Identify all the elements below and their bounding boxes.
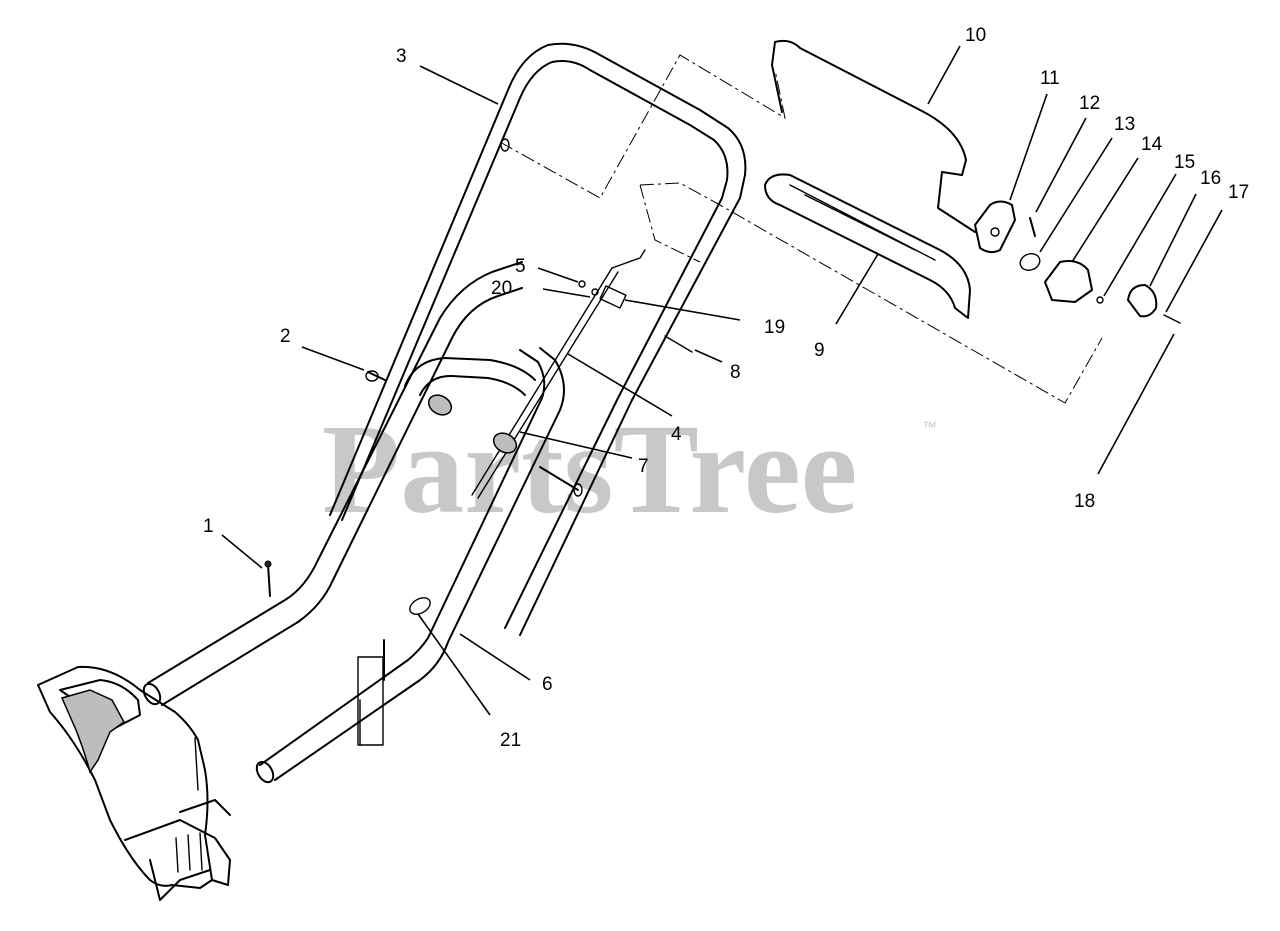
chute-crank [771,39,976,233]
mower-housing [37,665,231,901]
leader-7 [519,431,633,459]
leader-17 [1165,209,1223,313]
chute-deflector [764,173,971,319]
callout-19: 19 [764,317,785,338]
leader-8 [694,349,723,363]
assembly-reference-lines [499,54,1103,404]
callout-13: 13 [1114,114,1135,135]
callout-21: 21 [500,730,521,751]
leader-16 [1149,193,1197,287]
leader-18 [1097,333,1175,475]
callout-4: 4 [671,424,682,445]
callout-2: 2 [280,326,291,347]
callout-20: 20 [491,278,512,299]
leader-15 [1103,173,1177,297]
callout-3: 3 [396,46,407,67]
callout-14: 14 [1141,134,1163,155]
callout-1: 1 [203,516,214,537]
watermark-trademark: ™ [922,419,937,436]
callout-labels: 1 2 3 4 5 6 7 8 9 10 11 12 13 14 15 16 1… [203,25,1249,751]
callout-10: 10 [965,25,986,46]
callout-16: 16 [1200,168,1221,189]
watermark: PartsTree ™ [322,398,937,540]
callout-18: 18 [1074,491,1095,512]
leader-1 [221,534,263,569]
lower-handle [142,261,565,791]
hardware [264,200,1181,681]
leader-4 [567,353,673,417]
leader-lines [221,45,1223,716]
leader-5 [537,267,579,283]
leader-21 [417,613,491,716]
callout-15: 15 [1174,152,1195,173]
callout-9: 9 [814,340,825,361]
callout-17: 17 [1228,182,1249,203]
leader-19 [624,299,741,321]
upper-handle [329,42,747,636]
leader-2 [301,346,365,371]
control-rod [471,249,646,499]
callout-5: 5 [515,256,526,277]
leader-20 [542,288,591,298]
callout-6: 6 [542,674,553,695]
leader-3 [419,65,499,105]
watermark-text: PartsTree [322,398,857,540]
leader-10 [927,45,961,105]
callout-7: 7 [638,456,649,477]
leader-6 [459,633,531,681]
leader-13 [1039,137,1113,253]
leader-9 [835,253,879,325]
leader-14 [1071,157,1139,263]
callout-11: 11 [1040,68,1060,89]
callout-12: 12 [1079,93,1100,114]
callout-8: 8 [730,362,741,383]
leader-12 [1035,117,1087,213]
leader-11 [1009,93,1048,201]
